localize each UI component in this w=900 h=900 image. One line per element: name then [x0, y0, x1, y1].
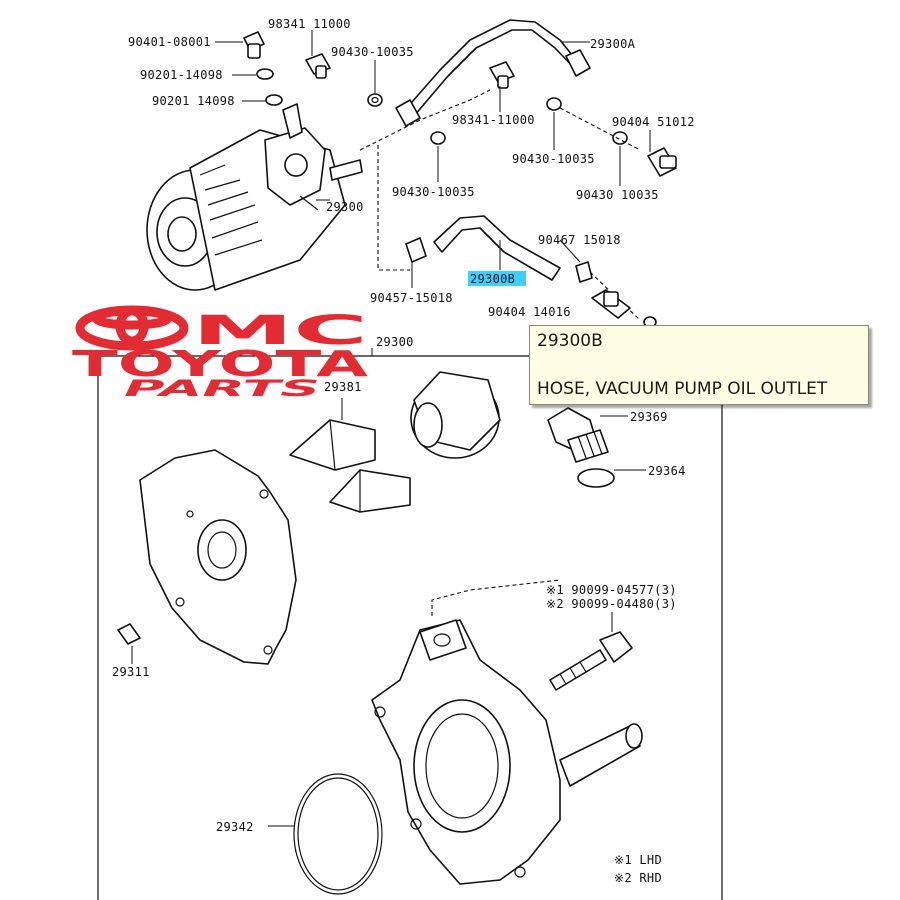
bolt-98341-upper[interactable] [305, 53, 331, 79]
clamp-90467-left[interactable] [405, 237, 427, 263]
legend-lhd[interactable]: ※1 LHD [614, 853, 662, 867]
part-tooltip: 29300B HOSE, VACUUM PUMP OIL OUTLET [529, 325, 869, 405]
label-90401[interactable]: 90401-08001 [128, 35, 211, 49]
plug-90401[interactable] [243, 31, 265, 59]
label-29342[interactable]: 29342 [216, 820, 254, 834]
label-29381[interactable]: 29381 [324, 380, 362, 394]
bolt-98341-middle[interactable] [489, 61, 515, 89]
washer-90430-b[interactable] [430, 131, 446, 145]
watermark-mc[interactable]: MC [192, 308, 368, 354]
tooltip-part-code: 29300B [537, 331, 603, 351]
label-90430-c[interactable]: 90430 10035 [576, 188, 659, 202]
label-98341-upper[interactable]: 98341 11000 [268, 17, 351, 31]
tooltip-part-description: HOSE, VACUUM PUMP OIL OUTLET [537, 379, 828, 399]
label-90201-a[interactable]: 90201-14098 [140, 68, 223, 82]
washer-90430-a[interactable] [546, 97, 562, 111]
label-90404-lower[interactable]: 90404 14016 [488, 305, 571, 319]
clamp-90467-right[interactable] [575, 261, 593, 283]
label-90467-right[interactable]: 90467 15018 [538, 233, 621, 247]
label-29300-box[interactable]: 29300 [376, 335, 414, 349]
pump-housing[interactable] [371, 619, 643, 885]
washer-90430-upper[interactable] [367, 93, 383, 107]
label-29300-top[interactable]: 29300 [326, 200, 364, 214]
clip-90201-b[interactable] [265, 94, 283, 106]
pipe-29300a[interactable] [395, 19, 591, 127]
rotor[interactable] [410, 371, 501, 459]
highlight-29300b [468, 271, 526, 286]
label-90467-left[interactable]: 90457-15018 [370, 291, 453, 305]
legend-rhd[interactable]: ※2 RHD [614, 871, 662, 885]
cover-plate[interactable] [139, 449, 297, 665]
oring-29364[interactable] [577, 468, 615, 488]
label-90404-upper[interactable]: 90404 51012 [612, 115, 695, 129]
union-90404-lower[interactable] [591, 289, 631, 319]
label-29311[interactable]: 29311 [112, 665, 150, 679]
union-90404-upper[interactable] [647, 147, 677, 177]
oring-29342[interactable] [293, 773, 383, 895]
bolt-90099[interactable] [549, 631, 633, 691]
watermark: MC TOYOTA PARTS [72, 305, 368, 402]
pin-29311[interactable] [117, 623, 141, 645]
label-29364[interactable]: 29364 [648, 464, 686, 478]
toyota-emblem-logo [75, 305, 189, 351]
switch-29369[interactable] [547, 407, 609, 463]
watermark-parts[interactable]: PARTS [124, 377, 320, 402]
label-98341-middle[interactable]: 98341-11000 [452, 113, 535, 127]
label-29300a[interactable]: 29300A [590, 37, 636, 51]
watermark-toyota[interactable]: TOYOTA [72, 344, 368, 385]
label-bolt-1[interactable]: ※1 90099-04577(3) [546, 583, 677, 597]
label-29300b[interactable]: 29300B [470, 272, 515, 286]
vanes-29381[interactable] [289, 419, 411, 513]
alternator-assembly[interactable] [146, 103, 363, 291]
label-90430-upper[interactable]: 90430-10035 [331, 45, 414, 59]
clip-90201-a[interactable] [256, 68, 274, 80]
label-90430-a[interactable]: 90430-10035 [512, 152, 595, 166]
assembly-box [97, 355, 723, 900]
hose-29300b[interactable] [433, 215, 561, 281]
label-90201-b[interactable]: 90201 14098 [152, 94, 235, 108]
label-29369[interactable]: 29369 [630, 410, 668, 424]
label-bolt-2[interactable]: ※2 90099-04480(3) [546, 597, 677, 611]
label-90430-b[interactable]: 90430-10035 [392, 185, 475, 199]
